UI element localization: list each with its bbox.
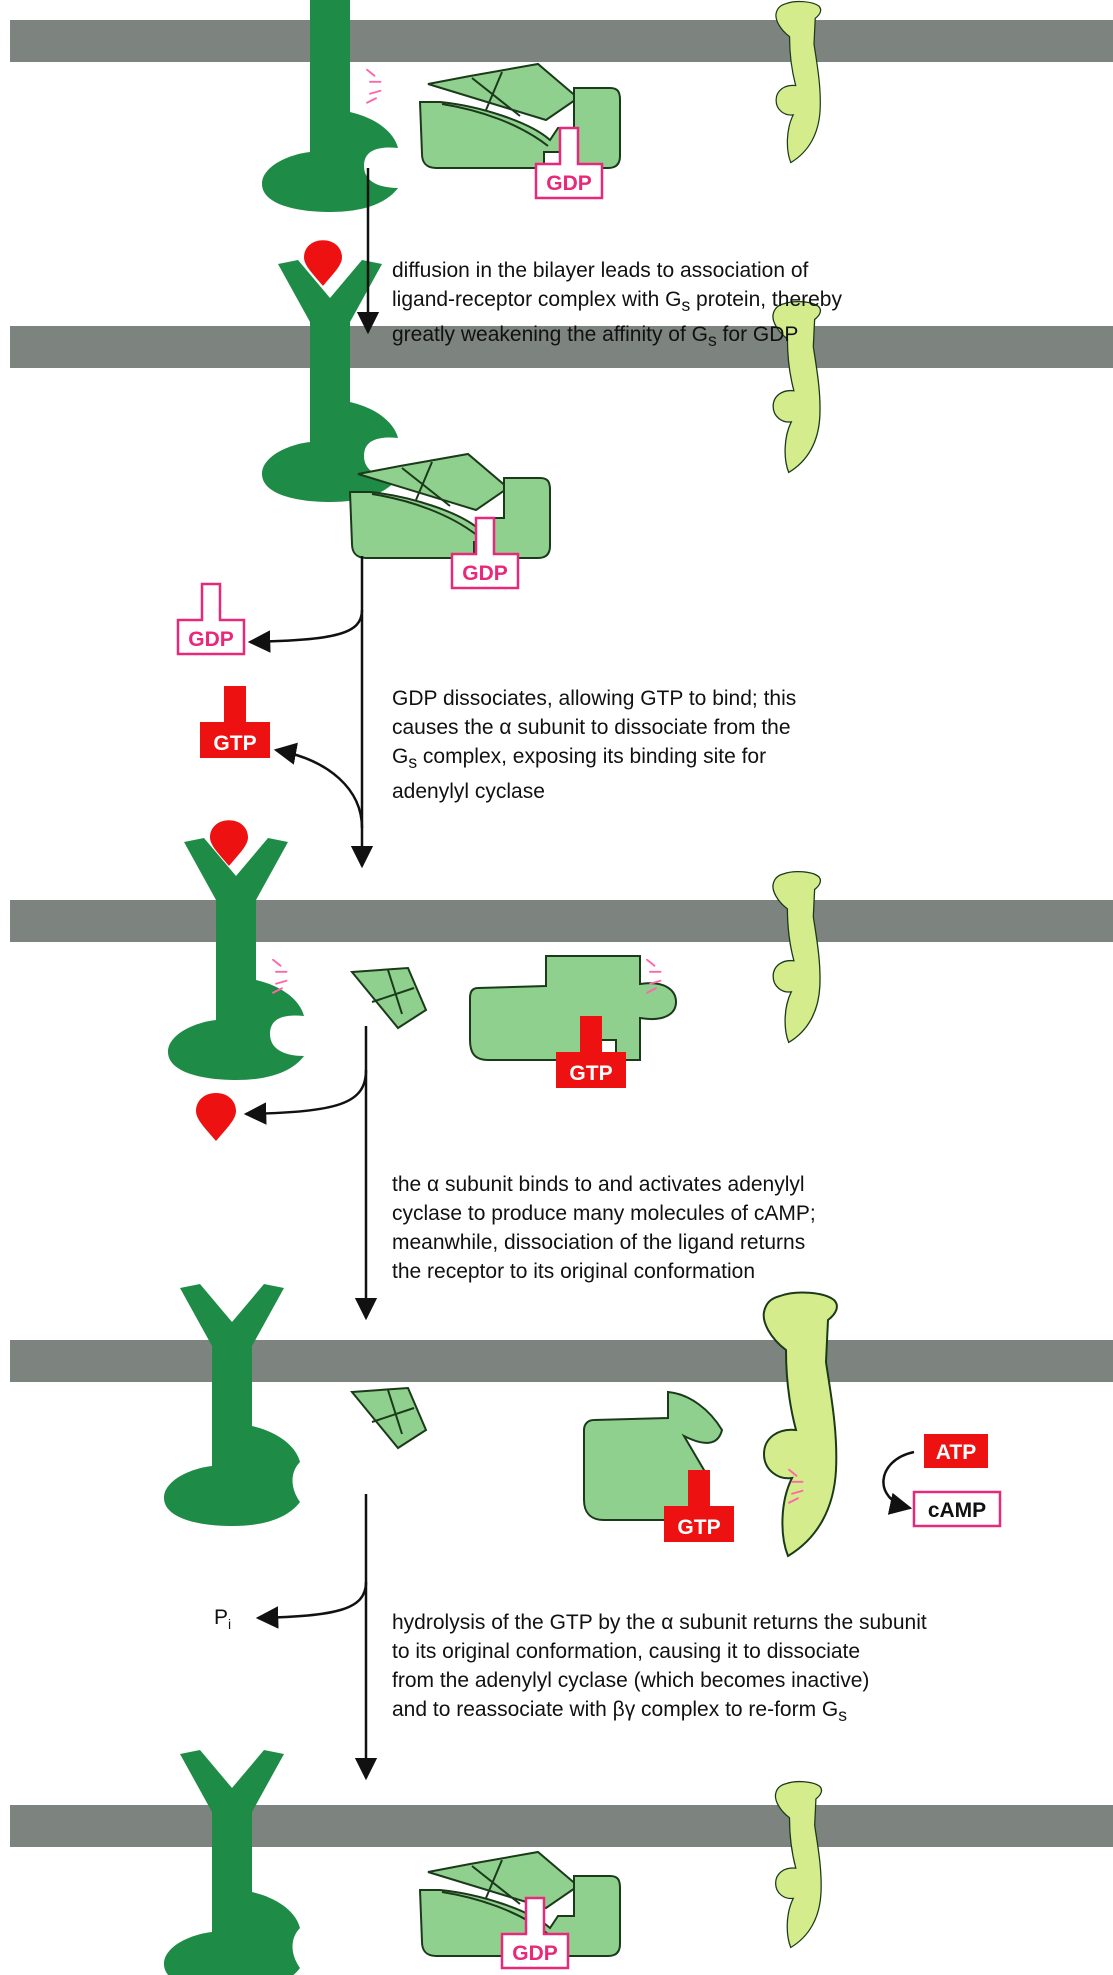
released-gdp-label: GDP: [188, 628, 234, 651]
gtp-binding-arrow: [273, 742, 364, 829]
step-1-line-3: greatly weakening the affinity of Gs for…: [392, 323, 799, 351]
step-3-line-4: the receptor to its original conformatio…: [392, 1260, 756, 1283]
gs-protein-complex: [419, 63, 621, 169]
receptor-with-ligand: [168, 838, 304, 1080]
pi-base: P: [214, 1606, 228, 1629]
atp-label: ATP: [936, 1441, 976, 1464]
pi-subscript: i: [228, 1616, 231, 1632]
binding-signal-lines: [365, 68, 382, 104]
step-2-line-3: Gs complex, exposing its binding site fo…: [392, 745, 767, 773]
step-2-line-4: adenylyl cyclase: [392, 780, 545, 804]
receptor-unbound: [164, 1284, 300, 1526]
adenylyl-cyclase: [774, 1780, 823, 1949]
step-4-line-2: to its original conformation, causing it…: [392, 1640, 861, 1663]
activated-adenylyl-cyclase: [762, 1291, 838, 1557]
step-4-line-1: hydrolysis of the GTP by the α subunit r…: [392, 1611, 927, 1634]
gdp-label: GDP: [512, 1942, 558, 1965]
gdp-label: GDP: [462, 562, 508, 585]
membrane-4: [10, 1340, 1113, 1382]
gdp-label: GDP: [546, 172, 592, 195]
membrane-1: [10, 20, 1113, 62]
step2-side-products: GDP GTP: [176, 582, 270, 758]
step-3-line-3: meanwhile, dissociation of the ligand re…: [392, 1231, 806, 1254]
panel-5: GDP: [164, 1750, 823, 1975]
gtp-label: GTP: [569, 1062, 612, 1085]
panel-3: GTP: [168, 820, 822, 1088]
incoming-gtp-label: GTP: [213, 732, 256, 755]
atp-box: [924, 1434, 988, 1468]
step-1-description: diffusion in the bilayer leads to associ…: [392, 256, 842, 355]
camp-box: [912, 1490, 1002, 1528]
phosphate-release-arrow: [255, 1581, 368, 1629]
step-2-line-1: GDP dissociates, allowing GTP to bind; t…: [392, 687, 797, 710]
beta-gamma-complex: [349, 966, 428, 1030]
membrane-2: [10, 326, 1113, 368]
gdp-release-arrow: [247, 609, 364, 653]
membrane-5: [10, 1805, 1113, 1847]
receptor-inactive: [164, 1750, 300, 1975]
pi-label: Pi: [214, 1606, 231, 1632]
adenylyl-cyclase: [771, 870, 822, 1044]
step-3-line-1: the α subunit binds to and activates ade…: [392, 1173, 805, 1196]
step-2-line-2: causes the α subunit to dissociate from …: [392, 716, 791, 739]
released-ligand: [196, 1093, 236, 1141]
gs-protein-complex: [349, 453, 551, 559]
alpha-subunit-bound: [583, 1390, 724, 1521]
ligand-release-arrow: [243, 1069, 368, 1125]
receptor-with-ligand: [262, 260, 398, 502]
step-3-line-2: cyclase to produce many molecules of cAM…: [392, 1202, 816, 1225]
beta-gamma-complex: [349, 1386, 428, 1450]
step-4-line-4: and to reassociate with βγ complex to re…: [392, 1698, 847, 1726]
step-4-description: hydrolysis of the GTP by the α subunit r…: [392, 1608, 927, 1730]
panel-2: GDP: [262, 240, 822, 590]
step-1-line-1: diffusion in the bilayer leads to associ…: [392, 259, 809, 282]
alpha-subunit-gtp: [469, 955, 678, 1061]
step-arrows: [243, 168, 380, 1781]
camp-label: cAMP: [928, 1499, 986, 1522]
membrane-3: [10, 900, 1113, 942]
step-1-line-2: ligand-receptor complex with Gs protein,…: [392, 288, 842, 316]
step-4-line-3: from the adenylyl cyclase (which becomes…: [392, 1669, 870, 1692]
gtp-label: GTP: [677, 1516, 720, 1539]
panel-1: GDP: [262, 0, 822, 212]
panel-4: GTP ATP cAMP: [164, 1284, 1002, 1557]
adenylyl-cyclase: [774, 0, 822, 164]
phosphate-product: Pi: [214, 1606, 231, 1632]
atp-to-camp-arrow: [882, 1450, 915, 1515]
step-3-description: the α subunit binds to and activates ade…: [392, 1170, 816, 1286]
step-2-description: GDP dissociates, allowing GTP to bind; t…: [392, 684, 796, 806]
